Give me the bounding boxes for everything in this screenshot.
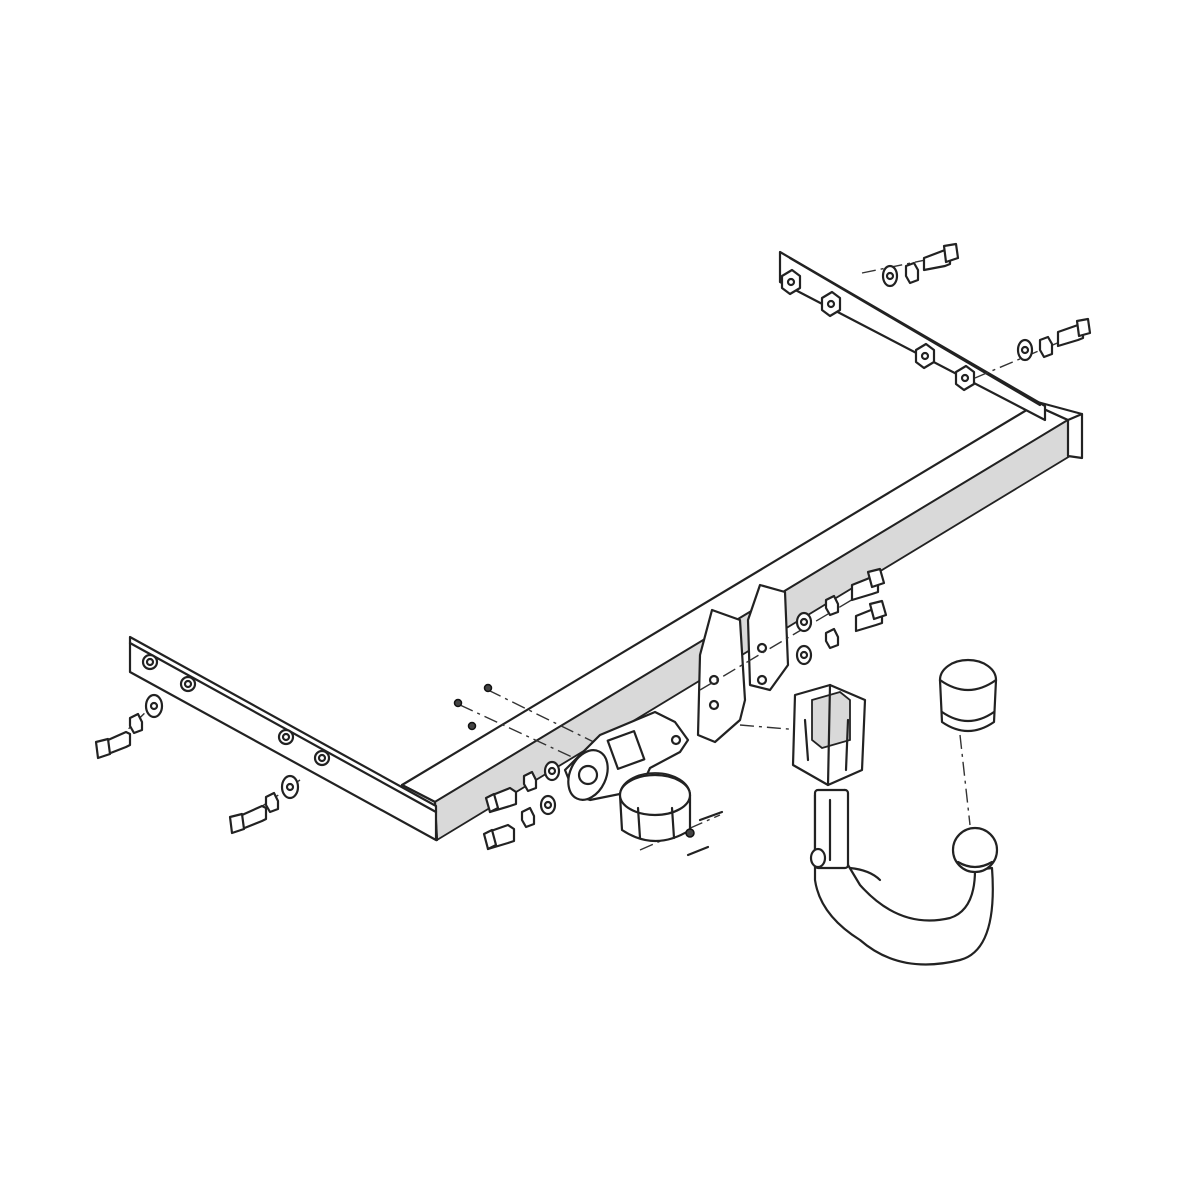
socket-bracket xyxy=(563,710,690,802)
center-fasteners xyxy=(453,567,888,851)
right-side-bracket xyxy=(778,250,1047,422)
right-bracket-fasteners xyxy=(881,242,1092,362)
tow-ball-arm xyxy=(809,788,999,966)
center-mounting-plates xyxy=(696,583,790,744)
left-side-bracket xyxy=(128,635,438,842)
cross-beam xyxy=(400,398,1084,842)
left-bracket-fasteners xyxy=(94,693,300,835)
tow-ball-cap xyxy=(938,658,998,733)
left-bracket-nuts xyxy=(141,653,331,767)
right-bracket-nuts xyxy=(780,268,976,392)
electrical-socket xyxy=(618,772,724,857)
hitch-receiver xyxy=(791,683,867,787)
